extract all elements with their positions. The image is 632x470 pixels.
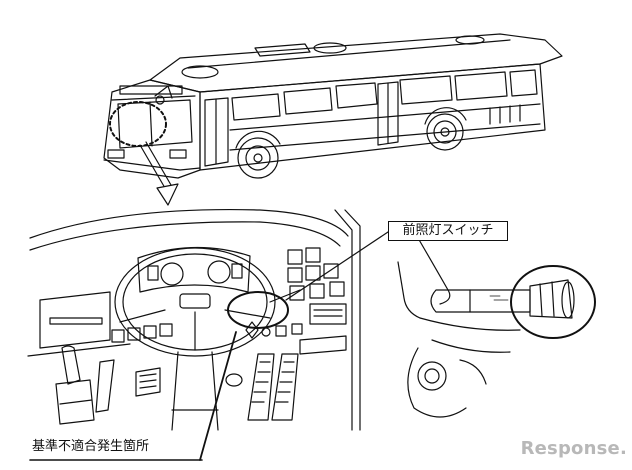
headlamp-switch-label: 前照灯スイッチ <box>388 221 508 241</box>
highlight-ellipse-bus <box>109 101 167 147</box>
callout-line-switch <box>285 231 389 301</box>
highlight-ellipse-cockpit <box>227 291 289 329</box>
callout-line-location <box>199 331 237 461</box>
cockpit-illustration <box>27 208 361 431</box>
highlight-ellipse-switch <box>510 265 596 339</box>
response-watermark-logo: Response. <box>520 438 627 459</box>
nonconformity-location-label: 基準不適合発生箇所 <box>32 439 150 454</box>
switch-detail-illustration <box>397 237 575 418</box>
zoom-arrow <box>139 141 179 206</box>
bus-illustration <box>103 33 563 179</box>
